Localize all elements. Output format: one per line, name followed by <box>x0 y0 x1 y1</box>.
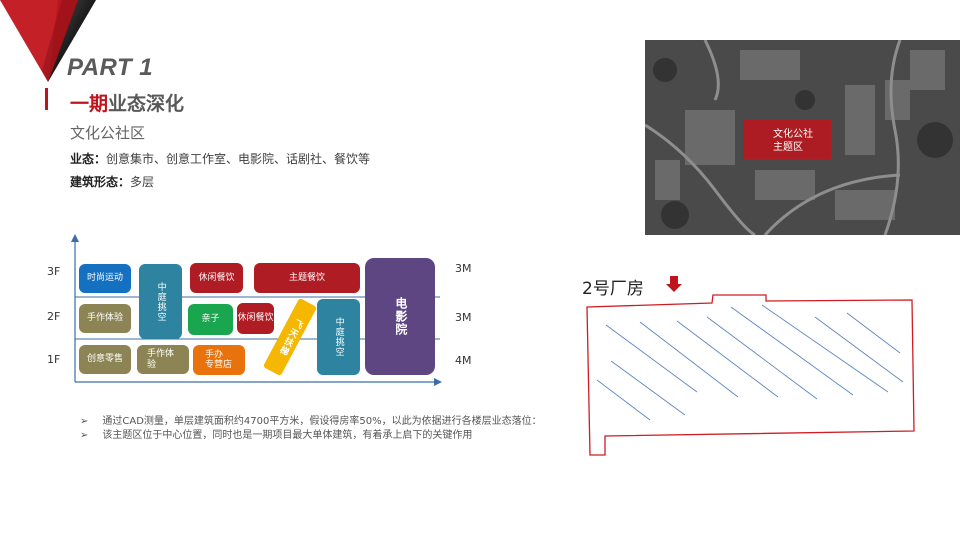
height-label-3f: 3M <box>455 262 472 275</box>
down-arrow-icon <box>666 276 682 292</box>
block-atrium-left: 中庭挑空 <box>139 264 182 339</box>
height-label-1f: 4M <box>455 354 472 367</box>
block-craft-1f: 手作体验 <box>137 345 189 374</box>
note-text: 该主题区位于中心位置，同时也是一期项目最大单体建筑，有着承上启下的关键作用 <box>102 430 473 441</box>
title-highlight: 一期 <box>70 93 109 115</box>
block-cinema: 电影院 <box>365 258 435 375</box>
aerial-label-line1: 文化公社 <box>773 127 813 140</box>
notes-list: ➢ 通过CAD测量，单层建筑面积约4700平方米，假设得房率50%，以此为依据进行… <box>80 415 542 443</box>
block-figure-shop-line1: 手办 <box>205 349 224 360</box>
block-theme-dining: 主题餐饮 <box>254 263 360 293</box>
height-label-2f: 3M <box>455 311 472 324</box>
block-casual-dining-2f: 休闲餐饮 <box>237 303 274 334</box>
block-creative-retail: 创意零售 <box>79 345 131 374</box>
note-item: ➢ 通过CAD测量，单层建筑面积约4700平方米，假设得房率50%，以此为依据进行… <box>80 415 542 429</box>
block-figure-shop: 手办专营店 <box>193 345 245 375</box>
floor-plan <box>586 294 915 456</box>
floor-label-3f: 3F <box>47 265 61 278</box>
block-fashion-sports: 时尚运动 <box>79 264 131 293</box>
title-rest: 业态深化 <box>108 93 185 115</box>
formats-line: 业态：创意集市、创意工作室、电影院、话剧社、餐饮等 <box>70 150 370 167</box>
aerial-label-line2: 主题区 <box>773 141 803 153</box>
block-casual-dining-3f: 休闲餐饮 <box>190 263 243 293</box>
note-text: 通过CAD测量，单层建筑面积约4700平方米，假设得房率50%，以此为依据进行各… <box>102 416 542 427</box>
corner-decoration <box>0 0 96 82</box>
formats-label: 业态： <box>70 152 107 166</box>
part-label: PART 1 <box>67 54 154 81</box>
bullet-arrow-icon: ➢ <box>80 416 89 427</box>
section-subtitle: 文化公社区 <box>70 124 146 142</box>
page-title: 一期业态深化 <box>70 89 184 116</box>
plan-title: 2号厂房 <box>582 279 644 299</box>
floor-label-1f: 1F <box>47 353 61 366</box>
formats-value: 创意集市、创意工作室、电影院、话剧社、餐饮等 <box>106 152 371 166</box>
bullet-arrow-icon: ➢ <box>80 430 89 441</box>
block-craft-1f-line2: 验 <box>147 359 157 370</box>
theme-zone-highlight <box>743 120 831 159</box>
building-value: 多层 <box>130 175 155 189</box>
floor-chart: 3F 2F 1F 3M 3M 4M 时尚运动 手作体验 创意零售 中庭挑空 手作… <box>40 232 480 392</box>
building-label: 建筑形态： <box>70 175 131 189</box>
aerial-photo: 文化公社 主题区 <box>645 40 960 235</box>
block-craft-2f: 手作体验 <box>79 304 131 333</box>
block-figure-shop-line2: 专营店 <box>205 360 233 370</box>
title-accent-bar <box>45 88 48 110</box>
floor-label-2f: 2F <box>47 310 61 323</box>
block-kids: 亲子 <box>188 304 233 335</box>
block-craft-1f-line1: 手作体 <box>147 349 175 360</box>
block-atrium-right: 中庭挑空 <box>317 299 360 375</box>
note-item: ➢ 该主题区位于中心位置，同时也是一期项目最大单体建筑，有着承上启下的关键作用 <box>80 429 542 443</box>
building-line: 建筑形态：多层 <box>70 173 154 190</box>
